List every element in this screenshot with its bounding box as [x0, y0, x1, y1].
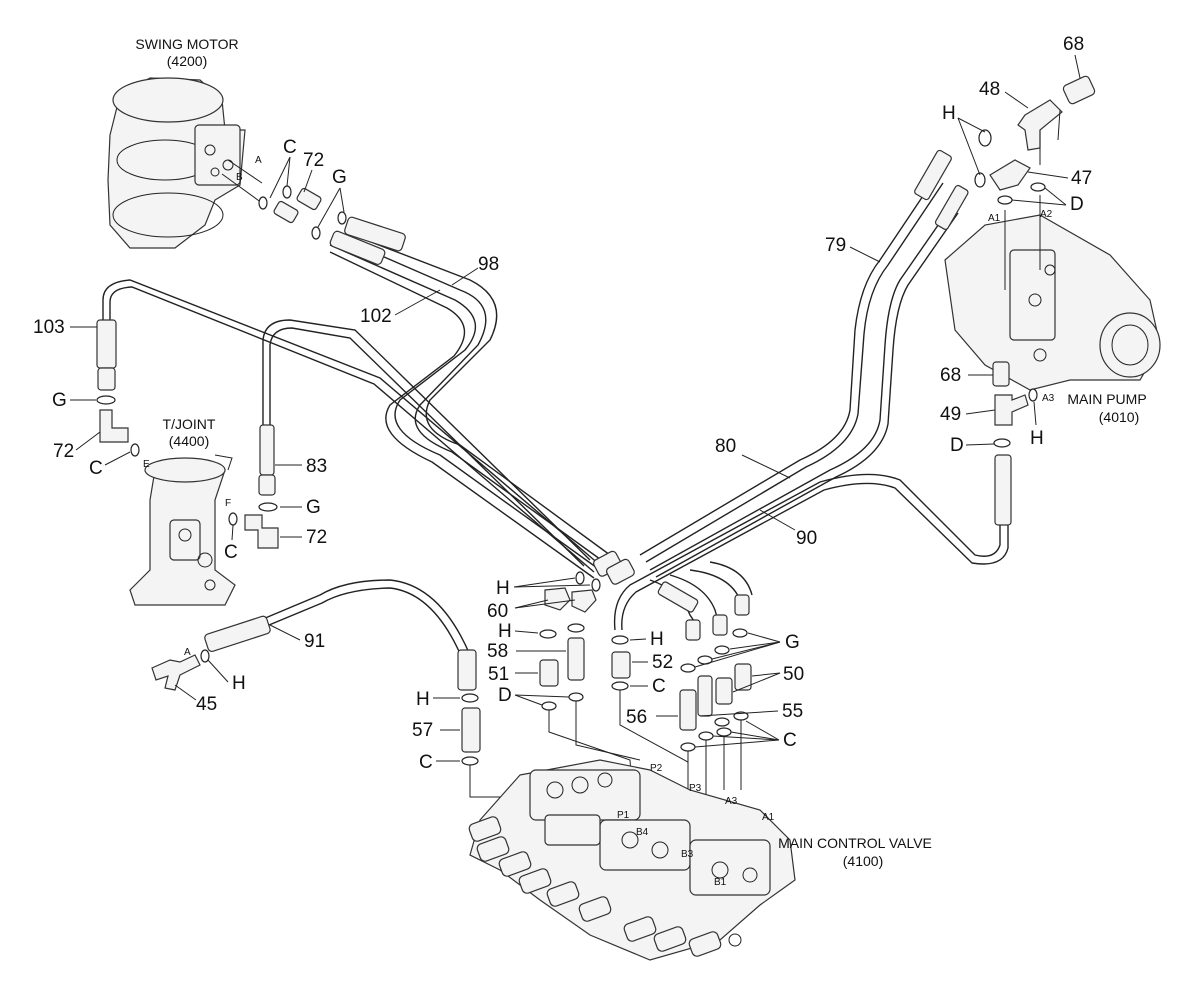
callout-49: 49 — [940, 404, 961, 425]
callout-98: 98 — [478, 254, 499, 275]
main-pump-drawing — [944, 214, 1161, 391]
callout-68-pump: 68 — [940, 365, 961, 386]
fitting-51 — [539, 659, 559, 687]
callout-h-60: H — [496, 578, 510, 599]
swing-motor-title: SWING MOTOR — [135, 36, 238, 52]
port-f-tj: F — [225, 498, 231, 509]
callout-g-tj: G — [306, 497, 321, 518]
fitting-56 — [679, 689, 697, 731]
callout-47: 47 — [1071, 168, 1092, 189]
main-pump-title: MAIN PUMP — [1067, 391, 1146, 407]
port-p3: P3 — [689, 783, 702, 794]
port-a1-pump: A1 — [988, 213, 1001, 224]
callout-51: 51 — [488, 664, 509, 685]
mcv-title: MAIN CONTROL VALVE — [778, 835, 932, 851]
hose-lines — [102, 177, 1009, 659]
callout-60: 60 — [487, 601, 508, 622]
port-a3-pump: A3 — [1042, 393, 1055, 404]
callout-h-58: H — [498, 621, 512, 642]
callout-c-tj: C — [224, 542, 238, 563]
callout-c-left: C — [89, 458, 103, 479]
port-b1: B1 — [714, 877, 727, 888]
port-a-swing: A — [255, 155, 262, 166]
callout-45: 45 — [196, 694, 217, 715]
port-a3-mcv: A3 — [725, 796, 738, 807]
t-joint-code: (4400) — [169, 433, 209, 449]
callout-52: 52 — [652, 652, 673, 673]
callout-g-top: G — [332, 167, 347, 188]
port-e-tj: E — [143, 459, 150, 470]
main-control-valve-drawing — [468, 759, 796, 961]
callout-g-right: G — [785, 632, 800, 653]
port-b3: B3 — [681, 849, 694, 860]
callout-103: 103 — [33, 317, 65, 338]
callout-72-tj: 72 — [306, 527, 327, 548]
t-joint-title: T/JOINT — [163, 416, 216, 432]
swing-motor-code: (4200) — [167, 53, 207, 69]
fitting-52 — [611, 651, 631, 679]
fitting-58 — [567, 637, 585, 681]
callout-90: 90 — [796, 528, 817, 549]
swing-motor-drawing — [107, 77, 246, 249]
callout-c-top: C — [283, 137, 297, 158]
callout-50: 50 — [783, 664, 804, 685]
callout-h-45: H — [232, 673, 246, 694]
callout-h-pump: H — [1030, 428, 1044, 449]
callout-48: 48 — [979, 79, 1000, 100]
t-joint-drawing — [129, 454, 236, 606]
callout-58: 58 — [487, 641, 508, 662]
callout-79: 79 — [825, 235, 846, 256]
callout-57: 57 — [412, 720, 433, 741]
callout-d-top: D — [1070, 194, 1084, 215]
pump-top-fittings — [989, 75, 1096, 191]
elbow-72-left — [99, 409, 129, 443]
callout-c-55: C — [783, 730, 797, 751]
port-a1-mcv: A1 — [762, 812, 775, 823]
pump-lower-fittings — [992, 361, 1029, 426]
main-pump-code: (4010) — [1099, 409, 1139, 425]
callout-72-left: 72 — [53, 441, 74, 462]
port-a2-pump: A2 — [1040, 209, 1053, 220]
port-b-swing: B — [236, 172, 243, 183]
callout-h-57: H — [416, 689, 430, 710]
callout-c-57: C — [419, 752, 433, 773]
callout-g-left: G — [52, 390, 67, 411]
port-b4: B4 — [636, 827, 649, 838]
callout-102: 102 — [360, 306, 392, 327]
callout-55: 55 — [782, 701, 803, 722]
elbow-72-tj — [244, 514, 279, 549]
callout-91: 91 — [304, 631, 325, 652]
callout-d-mid: D — [498, 685, 512, 706]
callout-h-top: H — [942, 103, 956, 124]
callout-72-top: 72 — [303, 150, 324, 171]
callout-56: 56 — [626, 707, 647, 728]
callout-83: 83 — [306, 456, 327, 477]
callout-h-52: H — [650, 629, 664, 650]
fitting-57 — [461, 707, 481, 753]
callout-d-pump: D — [950, 435, 964, 456]
port-p1: P1 — [617, 810, 630, 821]
mcv-code: (4100) — [843, 853, 883, 869]
hose-ferrules — [96, 149, 1012, 691]
callout-c-52: C — [652, 676, 666, 697]
tee-fitting-45 — [151, 654, 201, 691]
port-p2: P2 — [650, 763, 663, 774]
port-a-45: A — [184, 647, 191, 658]
callout-80: 80 — [715, 436, 736, 457]
callout-68-top: 68 — [1063, 34, 1084, 55]
elbows-60 — [544, 587, 597, 613]
